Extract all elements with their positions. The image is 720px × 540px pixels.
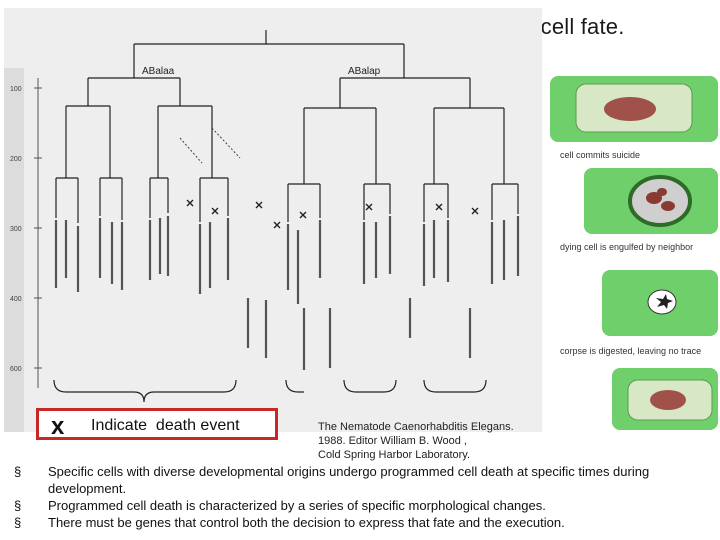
bullet-marker: §: [14, 464, 22, 479]
bullet-item: § Programmed cell death is characterized…: [14, 497, 714, 514]
citation-line: Cold Spring Harbor Laboratory.: [318, 449, 471, 461]
time-tick-label: 100: [10, 86, 22, 93]
bullet-text: Specific cells with diverse developmenta…: [48, 464, 650, 496]
svg-text:dying cell is engulfed by neig: dying cell is engulfed by neighbor: [560, 242, 693, 252]
cell-lineage-diagram: 100 200 300 400 600: [4, 8, 542, 432]
branch-label-abalaa: ABalaa: [142, 66, 175, 77]
cell-name-labels: [54, 216, 520, 370]
caption-corpse-digested: corpse is digested, leaving no trace: [560, 346, 701, 356]
legend-box: x Indicate death event: [36, 408, 278, 440]
time-tick-label: 300: [10, 226, 22, 233]
bullet-marker: §: [14, 498, 22, 513]
bullet-item: § There must be genes that control both …: [14, 514, 714, 531]
bullet-item: § Specific cells with diverse developmen…: [14, 463, 714, 497]
death-event-markers: [186, 199, 479, 229]
time-tick-label: 200: [10, 156, 22, 163]
citation-line: The Nematode Caenorhabditis Elegans.: [318, 421, 514, 433]
citation: The Nematode Caenorhabditis Elegans. 198…: [318, 420, 514, 462]
caption-cell-commits-suicide: cell commits suicide: [560, 150, 640, 160]
bullet-text: There must be genes that control both th…: [48, 515, 565, 530]
time-tick-label: 400: [10, 296, 22, 303]
legend-text: Indicate death event: [91, 417, 240, 434]
bullet-list: § Specific cells with diverse developmen…: [14, 463, 714, 531]
lineage-branches: [53, 30, 519, 403]
svg-text:corpse is digested, leaving no: corpse is digested, leaving no trace: [560, 346, 701, 356]
death-event-symbol: x: [51, 413, 65, 440]
bullet-marker: §: [14, 515, 22, 530]
time-axis: 100 200 300 400 600: [10, 86, 42, 373]
citation-line: 1988. Editor William B. Wood ,: [318, 435, 467, 447]
caption-dying-cell-engulfed: dying cell is engulfed by neighbor: [560, 242, 693, 252]
bullet-text: Programmed cell death is characterized b…: [48, 498, 546, 513]
branch-label-abalap: ABalap: [348, 66, 381, 77]
time-tick-label: 600: [10, 366, 22, 373]
cell-death-illustration: cell commits suicide dying cell is engul…: [542, 70, 720, 435]
